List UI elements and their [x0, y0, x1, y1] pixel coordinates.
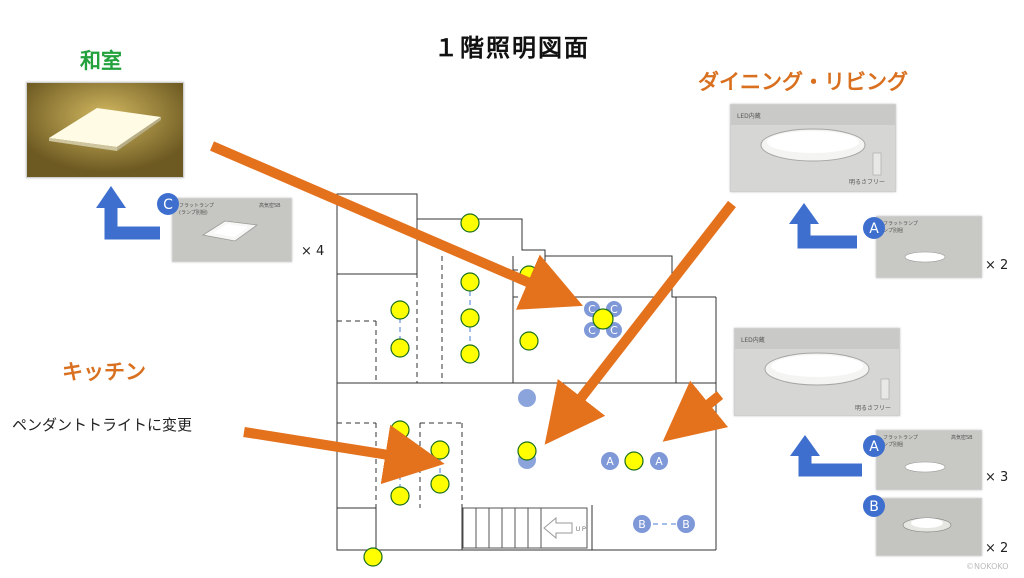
washitsu-product-photo: フラットランプ (ランプ別梱) 高気密SB: [172, 198, 292, 262]
pendant-note: ペンダントトライトに変更: [12, 416, 193, 434]
free-label: 明るさフリー: [849, 179, 886, 186]
living-quantity-b: × 2: [985, 541, 1009, 556]
lamp-sep-label: (ランプ別梱): [179, 210, 208, 216]
living-quantity-a: × 3: [985, 470, 1009, 485]
lamp-label: フラットランプ: [179, 203, 214, 209]
dining-living-label: ダイニング・リビング: [698, 70, 908, 94]
page-title: １階照明図面: [434, 34, 590, 62]
watermark: ©NOKOKO: [966, 562, 1009, 571]
living-ceiling-light-photo-2: LED内蔵 明るさフリー: [734, 328, 900, 416]
legend-badge-b: B: [869, 499, 879, 515]
kitchen-label: キッチン: [62, 360, 146, 384]
plan-badge-b: B: [682, 518, 690, 531]
stairs: [462, 507, 588, 549]
round-flat-light-image-2: [904, 461, 946, 473]
plan-badge-c: C: [588, 303, 596, 316]
plan-badge-b: B: [638, 518, 646, 531]
lamp-sep-label-2: ンプ別梱: [883, 228, 903, 234]
square-light-image: [201, 220, 259, 242]
plan-badges: C C C C A A B B: [392, 301, 695, 533]
downlight-image: [902, 517, 952, 533]
living-product-photo-1: フラットランプ ンプ別梱: [876, 216, 982, 278]
plan-badge-c: C: [588, 324, 596, 337]
spec-label: 高気密SB: [259, 203, 281, 209]
led-label: LED内蔵: [737, 113, 761, 120]
legend-badge-a: A: [869, 221, 879, 237]
legend-badge-c: C: [163, 197, 173, 213]
stair-label: ＵＰ: [575, 526, 587, 533]
plan-badge-c: C: [610, 324, 618, 337]
washitsu-light-photo: [26, 82, 184, 178]
legend-badge-a2: A: [869, 439, 879, 455]
plan-badge-a: A: [606, 455, 614, 468]
free-label-2: 明るさフリー: [855, 405, 892, 412]
living-ceiling-light-photo-1: LED内蔵 明るさフリー: [730, 104, 896, 192]
washitsu-quantity: × 4: [301, 244, 325, 259]
pointer-arrows: [210, 141, 736, 485]
spec-label-2: 高気密SB: [951, 435, 973, 441]
lamp-label-2: フラットランプ: [883, 221, 918, 227]
led-label-2: LED内蔵: [741, 337, 765, 344]
lamp-label-3: フラットランプ: [883, 435, 918, 441]
plan-badge-a: A: [655, 455, 663, 468]
washitsu-label: 和室: [80, 49, 122, 73]
living-product-photo-2: フラットランプ ンプ別梱 高気密SB: [876, 430, 982, 490]
plan-badge-c: C: [610, 303, 618, 316]
blue-return-arrows: [104, 206, 862, 477]
round-flat-light-image: [904, 251, 946, 263]
lamp-sep-label-3: ンプ別梱: [883, 442, 903, 448]
living-quantity-1: × 2: [985, 258, 1009, 273]
living-product-photo-b: [876, 498, 982, 556]
